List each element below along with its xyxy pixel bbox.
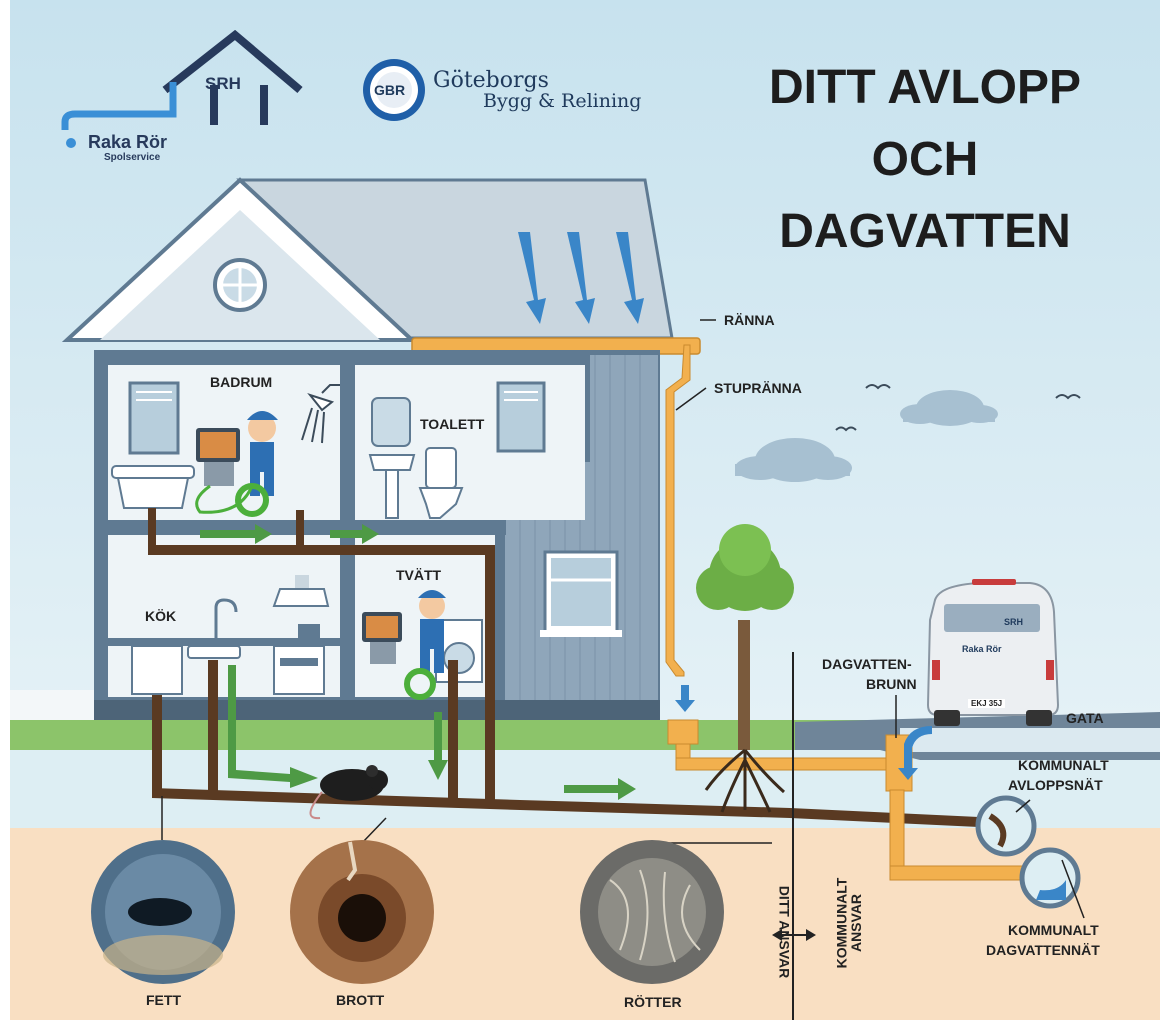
label-crack: BROTT — [336, 992, 385, 1008]
label-municipal-storm-2: DAGVATTENNÄT — [986, 942, 1100, 958]
room-label-kitchen: KÖK — [145, 608, 177, 624]
cloud-1 — [735, 438, 852, 482]
bathroom-window — [128, 381, 180, 455]
ground-white — [10, 690, 100, 722]
label-municipal-sewer-2: AVLOPPSNÄT — [1008, 777, 1103, 793]
page-edge — [0, 0, 10, 1020]
flow-arrows — [200, 524, 636, 800]
roots-photo — [580, 840, 724, 984]
foundation — [94, 700, 660, 720]
rat — [309, 765, 388, 820]
label-municipal-sewer-1: KOMMUNALT — [1018, 757, 1109, 773]
room-label-bathroom: BADRUM — [210, 374, 273, 390]
downpipe — [665, 344, 691, 677]
responsibility-arrow — [772, 929, 816, 941]
van-badge: SRH — [1004, 617, 1024, 627]
van-name: Raka Rör — [962, 644, 1002, 654]
gbr-monogram: GBR — [374, 82, 406, 98]
shower — [301, 384, 340, 444]
toilet-window — [496, 381, 546, 453]
cloud-2 — [900, 390, 998, 426]
title-line-3: DAGVATTEN — [779, 205, 1071, 258]
label-street: GATA — [1066, 710, 1104, 726]
rain-arrows — [518, 232, 644, 324]
label-downpipe: STUPRÄNNA — [714, 380, 802, 396]
label-roots: RÖTTER — [624, 994, 682, 1010]
range-hood — [272, 575, 330, 607]
bathtub — [111, 465, 195, 509]
title-line-1: DITT AVLOPP — [769, 61, 1081, 114]
label-stormwater-well-2: BRUNN — [866, 676, 917, 692]
downpipe-arrow — [675, 685, 695, 712]
title-line-2: OCH — [871, 133, 979, 186]
label-gutter: RÄNNA — [724, 312, 775, 328]
van-plate: EKJ 35J — [968, 699, 1006, 708]
label-municipal-responsibility-1: KOMMUNALT — [833, 877, 850, 969]
room-label-laundry: TVÄTT — [396, 567, 442, 583]
toilet — [418, 447, 464, 519]
grease-photo — [91, 840, 235, 984]
crack-photo — [290, 840, 434, 984]
page-title: DITT AVLOPP OCH DAGVATTEN — [720, 52, 1130, 268]
plumber-with-camera-bathroom — [195, 411, 278, 517]
birds — [835, 384, 1081, 432]
street-surface — [900, 728, 1160, 752]
kitchen-counter — [108, 598, 340, 695]
side-window — [540, 550, 622, 637]
srh-subtitle: Spolservice — [104, 152, 161, 163]
bathroom-pipes — [148, 508, 304, 548]
srh-name: Raka Rör — [88, 132, 168, 152]
label-municipal-storm-1: KOMMUNALT — [1008, 922, 1099, 938]
plumber-with-camera-laundry — [362, 590, 446, 700]
municipal-sewer-manhole — [975, 795, 1037, 857]
srh-logo — [61, 30, 303, 148]
tree — [696, 524, 794, 813]
label-grease: FETT — [146, 992, 181, 1008]
round-window — [213, 258, 267, 312]
drain-pipes-indoor — [148, 545, 495, 807]
room-label-toilet: TOALETT — [420, 416, 485, 432]
side-wall — [505, 355, 658, 700]
srh-badge: SRH — [205, 74, 241, 93]
service-van — [926, 579, 1060, 726]
sink — [368, 454, 416, 519]
label-your-responsibility: DITT ANSVAR — [776, 885, 793, 979]
gbr-line2: Bygg & Relining — [483, 90, 642, 112]
gbr-line1: Göteborgs — [433, 68, 549, 93]
label-municipal-responsibility-2: ANSVAR — [848, 893, 865, 953]
page-edge-right — [1160, 0, 1170, 1020]
mirror — [371, 397, 411, 447]
gbr-logo-mark — [363, 59, 425, 121]
street-drain-arrow — [898, 726, 932, 780]
label-stormwater-well-1: DAGVATTEN- — [822, 656, 912, 672]
